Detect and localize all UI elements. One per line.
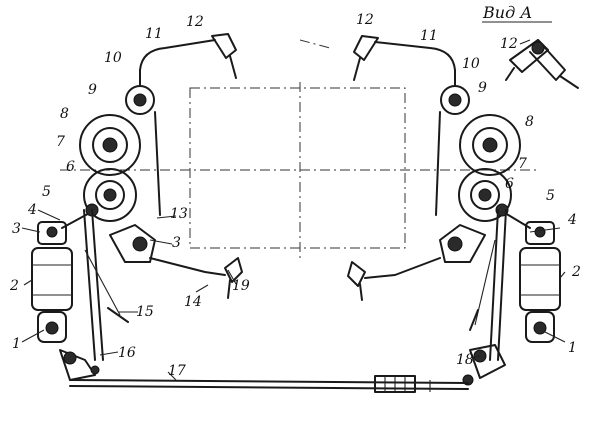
label-7-left: 7 xyxy=(56,134,65,150)
label-5-left: 5 xyxy=(42,184,51,200)
tie-rod xyxy=(69,375,469,393)
left-assembly xyxy=(31,33,243,381)
right-assembly xyxy=(347,35,561,386)
label-6-right: 6 xyxy=(505,176,514,192)
label-19: 19 xyxy=(232,278,250,294)
label-10-right: 10 xyxy=(462,56,480,72)
view-a-inset xyxy=(482,21,579,89)
label-9-left: 9 xyxy=(88,82,97,98)
label-15: 15 xyxy=(136,304,154,320)
leader-lines xyxy=(21,209,566,381)
label-5-right: 5 xyxy=(546,188,555,204)
label-11-left: 11 xyxy=(145,26,163,42)
label-18: 18 xyxy=(456,352,474,368)
label-1-left: 1 xyxy=(12,336,21,352)
label-12-view: 12 xyxy=(500,36,518,52)
label-8-left: 8 xyxy=(60,106,69,122)
label-1-right: 1 xyxy=(568,340,577,356)
label-2-left: 2 xyxy=(9,278,19,294)
label-12-left: 12 xyxy=(186,14,204,30)
label-11-right: 11 xyxy=(420,28,438,44)
label-13: 13 xyxy=(170,206,188,222)
label-16: 16 xyxy=(118,345,136,361)
label-4-right: 4 xyxy=(567,212,577,228)
label-10-left: 10 xyxy=(104,50,122,66)
label-17: 17 xyxy=(168,363,186,379)
view-a-title: Вид А xyxy=(482,3,532,22)
label-3-center: 3 xyxy=(172,235,181,251)
label-6-left: 6 xyxy=(66,159,75,175)
label-14: 14 xyxy=(184,294,202,310)
label-12-right: 12 xyxy=(356,12,374,28)
label-3-left: 3 xyxy=(12,221,21,237)
label-7-right: 7 xyxy=(518,156,527,172)
part-labels: 3 2 1 4 5 6 7 8 9 10 11 12 13 3 14 15 16… xyxy=(9,3,581,379)
label-9-right: 9 xyxy=(478,80,487,96)
center-frame xyxy=(60,39,540,258)
label-8-right: 8 xyxy=(525,114,534,130)
label-4-left: 4 xyxy=(27,202,37,218)
label-2-right: 2 xyxy=(571,264,581,280)
